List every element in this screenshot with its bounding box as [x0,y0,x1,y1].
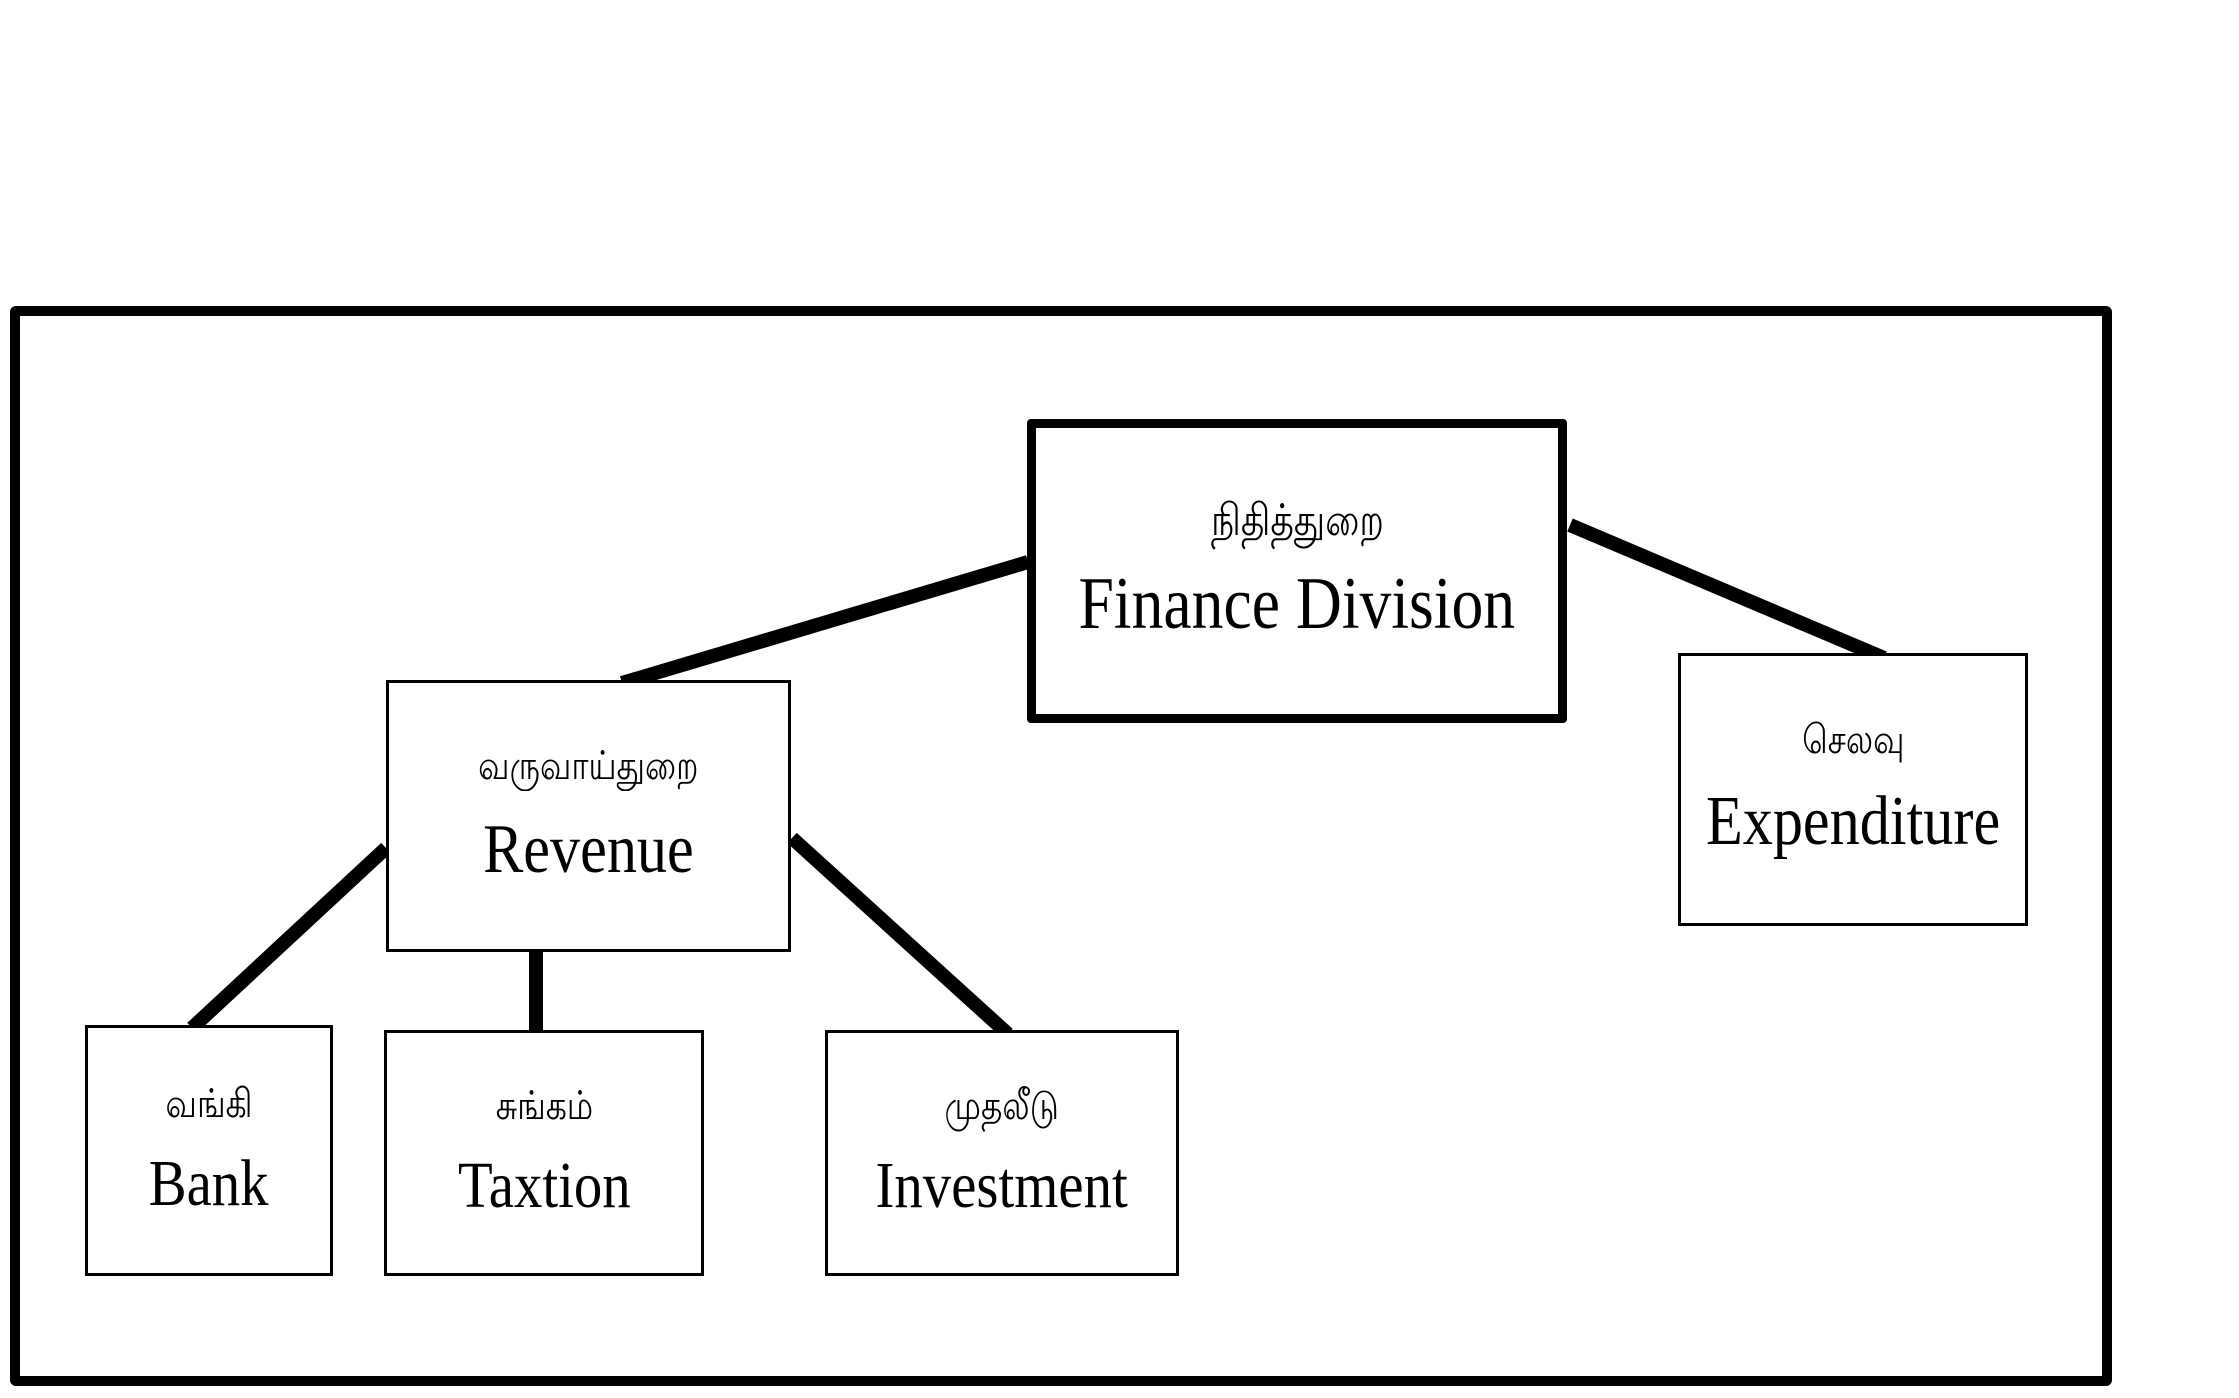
diagram-frame [10,306,2112,1386]
node-taxation-tamil-label: சுங்கம் [495,1083,593,1130]
node-bank: வங்கி Bank [85,1025,333,1276]
node-finance-tamil-label: நிதித்துறை [1210,495,1384,547]
node-bank-english-label: Bank [149,1146,269,1220]
node-expenditure-tamil-label: செலவு [1801,717,1905,764]
node-revenue-tamil-label: வருவாய்துறை [478,742,699,789]
node-taxation: சுங்கம் Taxtion [384,1030,704,1276]
node-investment: முதலீடு Investment [825,1030,1179,1276]
node-revenue: வருவாய்துறை Revenue [386,680,791,952]
node-finance-division: நிதித்துறை Finance Division [1027,419,1567,723]
node-expenditure-english-label: Expenditure [1705,783,2001,861]
node-finance-english-label: Finance Division [1078,562,1516,645]
node-taxation-english-label: Taxtion [457,1149,631,1223]
node-investment-tamil-label: முதலீடு [944,1083,1060,1130]
node-revenue-english-label: Revenue [483,810,694,888]
node-expenditure: செலவு Expenditure [1678,653,2028,926]
node-investment-english-label: Investment [875,1149,1129,1223]
node-bank-tamil-label: வங்கி [165,1080,253,1127]
